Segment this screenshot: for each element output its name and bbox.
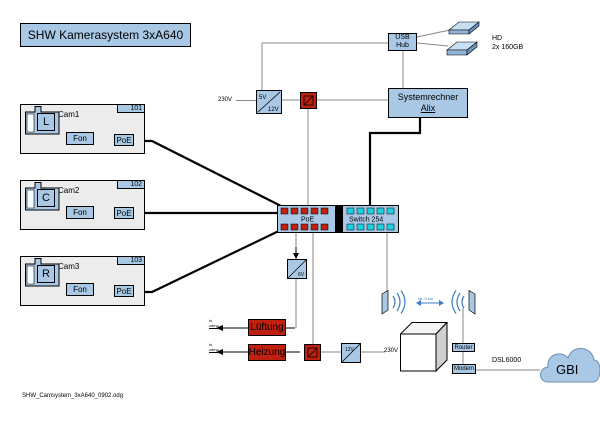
line-usbhub-to-hd2: [416, 42, 449, 47]
poe-label-3: PoE: [116, 286, 132, 296]
switch-name-label: Switch 254: [349, 217, 383, 224]
wlan-antenna-right-icon: [451, 290, 476, 315]
fon-label-3: Fon: [73, 285, 87, 294]
psu-top-12v: 12V: [268, 107, 279, 113]
psu-6v-icon: 6V: [287, 259, 307, 279]
luftung-to2-label: camo: [209, 323, 219, 328]
arrow-psu6v-head: [293, 253, 299, 259]
switch-poe-label: PoE: [301, 217, 315, 224]
line-alix-to-switch: [368, 118, 422, 206]
fuse-top-icon: [300, 92, 317, 109]
line-cam3-to-switch: [133, 227, 286, 294]
line-psu-to-usbhub: [261, 42, 388, 92]
camera-name-3: Cam3: [58, 262, 80, 271]
line-cam1-to-switch: [133, 139, 286, 209]
poe-injector-2[interactable]: PoE: [114, 207, 134, 219]
line-230v-to-psu-top: [236, 100, 256, 101]
heizung-to2-label: camo: [209, 347, 219, 352]
poe-injector-1[interactable]: PoE: [114, 134, 134, 146]
internet-cloud-icon: GBI: [540, 348, 600, 383]
camera-letter-1: L: [37, 113, 55, 131]
systemrechner-label: Systemrechner: [397, 92, 459, 102]
camera-id-1: 101: [130, 105, 142, 112]
heizung-label: Heizung: [248, 347, 286, 358]
cloud-label: GBI: [556, 362, 578, 377]
luftung-box[interactable]: Lüftung: [248, 319, 286, 336]
switch-lan-ports: [346, 207, 395, 231]
router-label: Router: [454, 344, 473, 351]
psu-bottom-230v-label: 230V: [384, 348, 399, 354]
psu-top-230v-label: 230V: [218, 97, 233, 103]
systemrechner-alix[interactable]: Systemrechner Alix: [388, 88, 468, 118]
psu-6v-label: 6V: [298, 272, 305, 278]
camera-name-1: Cam1: [58, 110, 80, 119]
poe-label-1: PoE: [116, 135, 132, 145]
camera-letter-3: R: [37, 265, 55, 283]
camera-letter-text-3: R: [42, 268, 50, 280]
fuse-bottom-icon: [304, 344, 321, 361]
heizung-box[interactable]: Heizung: [248, 344, 286, 361]
camera-id-badge-2: 102: [117, 180, 145, 189]
wlan-antenna-left-icon: [381, 290, 406, 315]
camera-name-2: Cam2: [58, 186, 80, 195]
hard-drive-icon-1: [448, 21, 480, 35]
arrow-luftung-head: [216, 325, 223, 331]
switch-poe-ports: [280, 207, 329, 231]
network-switch[interactable]: PoE Switch 254: [277, 205, 399, 233]
psu-12v-icon: 12V: [341, 343, 361, 363]
fon-label-1: Fon: [73, 134, 87, 143]
luftung-to-label: to: [209, 318, 213, 323]
line-usbhub-to-hd1: [416, 29, 451, 38]
modem-box[interactable]: Modem: [452, 364, 476, 374]
usb-hub[interactable]: USB Hub: [388, 33, 417, 51]
hard-drive-icon-2: [446, 41, 478, 56]
camera-letter-text-1: L: [42, 116, 50, 128]
wlan-distance-label: ca. 5 km: [418, 296, 434, 301]
hard-drive-icons: [446, 21, 480, 56]
poe-label-2: PoE: [116, 208, 132, 218]
psu-12v-label: 12V: [345, 347, 355, 353]
alix-label: Alix: [420, 103, 436, 113]
psu-top-5v: 5V: [259, 95, 266, 101]
psu-top-icon: 5V 12V: [256, 90, 282, 114]
footer-filename: SHW_Camsystem_3xA640_0902.odg: [22, 393, 124, 399]
usb-hub-label-2: Hub: [396, 42, 409, 49]
dsl-label: DSL6000: [492, 357, 522, 364]
outdoor-enclosure-icon: [400, 322, 448, 372]
camera-id-badge-1: 101: [117, 104, 145, 113]
router-box[interactable]: Router: [452, 343, 475, 352]
poe-injector-3[interactable]: PoE: [114, 285, 134, 297]
modem-label: Modem: [453, 366, 474, 372]
camera-letter-2: C: [37, 189, 55, 207]
fon-box-1[interactable]: Fon: [66, 132, 94, 145]
fon-box-2[interactable]: Fon: [66, 206, 94, 219]
arrow-heizung-head: [216, 349, 223, 355]
fon-box-3[interactable]: Fon: [66, 283, 94, 296]
heizung-to-label: to: [209, 342, 213, 347]
luftung-label: Lüftung: [250, 322, 284, 333]
diagram-title: SHW Kamerasystem 3xA640: [20, 23, 191, 47]
diagram-title-text: SHW Kamerasystem 3xA640: [27, 28, 184, 42]
usb-hub-label-1: USB: [395, 34, 410, 41]
camera-id-badge-3: 103: [117, 256, 145, 265]
wlan-link-arrow: [416, 300, 444, 306]
camera-id-2: 102: [130, 181, 142, 188]
camera-id-3: 103: [130, 257, 142, 264]
camera-letter-text-2: C: [42, 192, 50, 204]
hd-label-1: HD: [492, 35, 503, 42]
fon-label-2: Fon: [73, 208, 87, 217]
hd-label-2: 2x 160GB: [492, 44, 524, 51]
